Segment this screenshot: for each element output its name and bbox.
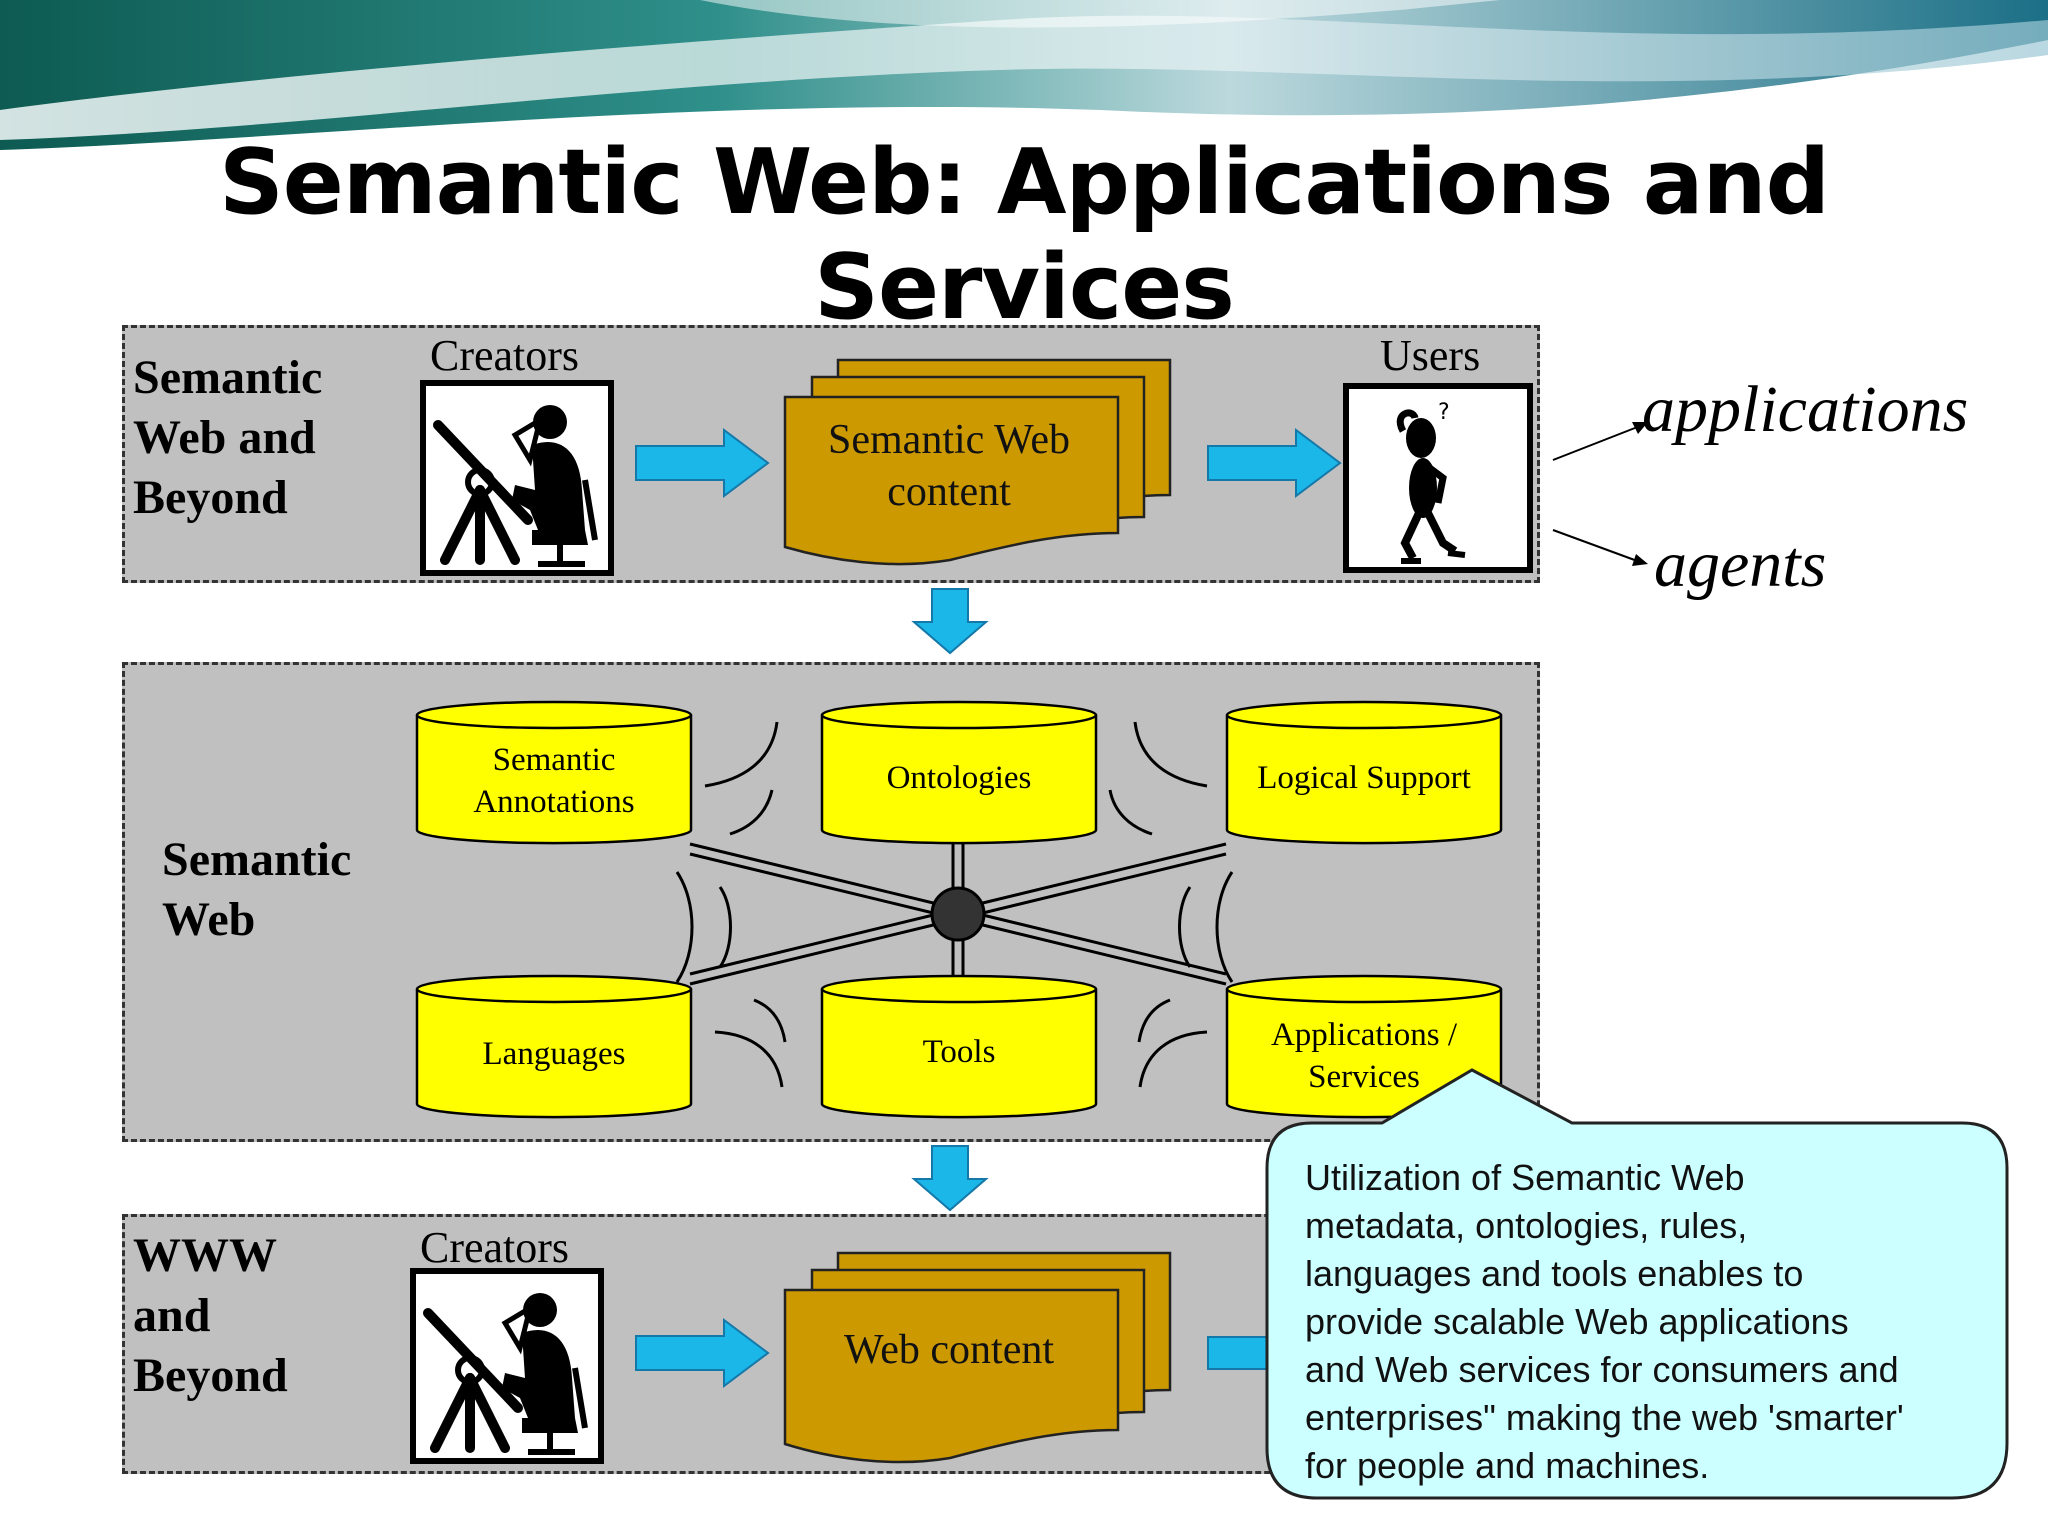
- applications-label: applications: [1642, 373, 1969, 446]
- slide-title: Semantic Web: Applications and Services: [218, 130, 1830, 340]
- users-label: Users: [1380, 331, 1481, 380]
- cylinder-tools: [820, 974, 1098, 1119]
- cylinder-label-semantic-annotations: Semantic Annotations: [473, 742, 635, 820]
- panel-label-top: Semantic Web and Beyond: [133, 351, 323, 524]
- arrow-right-icon: [1207, 428, 1342, 498]
- web-content-document-stack: [783, 1251, 1172, 1464]
- cylinder-label-ontologies: Ontologies: [886, 760, 1032, 796]
- cylinder-label-logical-support: Logical Support: [1257, 760, 1471, 796]
- creators-label-bottom: Creators: [420, 1223, 570, 1272]
- panel-label-bottom: WWW and Beyond: [133, 1229, 288, 1402]
- semantic-web-content-text: Semantic Web content: [828, 417, 1070, 515]
- cylinder-label-languages: Languages: [482, 1036, 626, 1072]
- arrow-down-icon: [911, 588, 989, 655]
- arrow-down-icon: [911, 1145, 989, 1212]
- arrow-right-icon: [635, 428, 770, 498]
- cylinder-semantic-annotations: [415, 700, 693, 845]
- creators-label-top: Creators: [430, 331, 580, 380]
- cylinder-label-applications-services: Applications / Services: [1270, 1017, 1458, 1095]
- agents-label: agents: [1654, 528, 1827, 601]
- callout-text: Utilization of Semantic Web metadata, on…: [1305, 1157, 1904, 1486]
- web-content-text: Web content: [843, 1327, 1055, 1373]
- arrow-right-icon: [635, 1318, 770, 1388]
- semantic-web-hub-connector: [675, 721, 1234, 1088]
- callout-bubble: [1265, 1068, 2009, 1500]
- output-arrows: [1552, 422, 1648, 566]
- semantic-web-content-document-stack: [783, 358, 1172, 566]
- cylinder-logical-support: [1225, 700, 1503, 845]
- cylinder-applications-services: [1225, 974, 1503, 1119]
- cylinder-ontologies: [820, 700, 1098, 845]
- cylinder-languages: [415, 974, 693, 1119]
- panel-label-middle: Semantic Web: [162, 833, 352, 946]
- drafter-at-desk-icon: [420, 380, 614, 576]
- cylinder-label-tools: Tools: [922, 1034, 996, 1070]
- header-wave-decoration: [0, 0, 2048, 150]
- svg-text:?: ?: [1438, 400, 1450, 425]
- drafter-at-desk-icon: [410, 1268, 604, 1464]
- confused-person-icon: ?: [1343, 383, 1533, 573]
